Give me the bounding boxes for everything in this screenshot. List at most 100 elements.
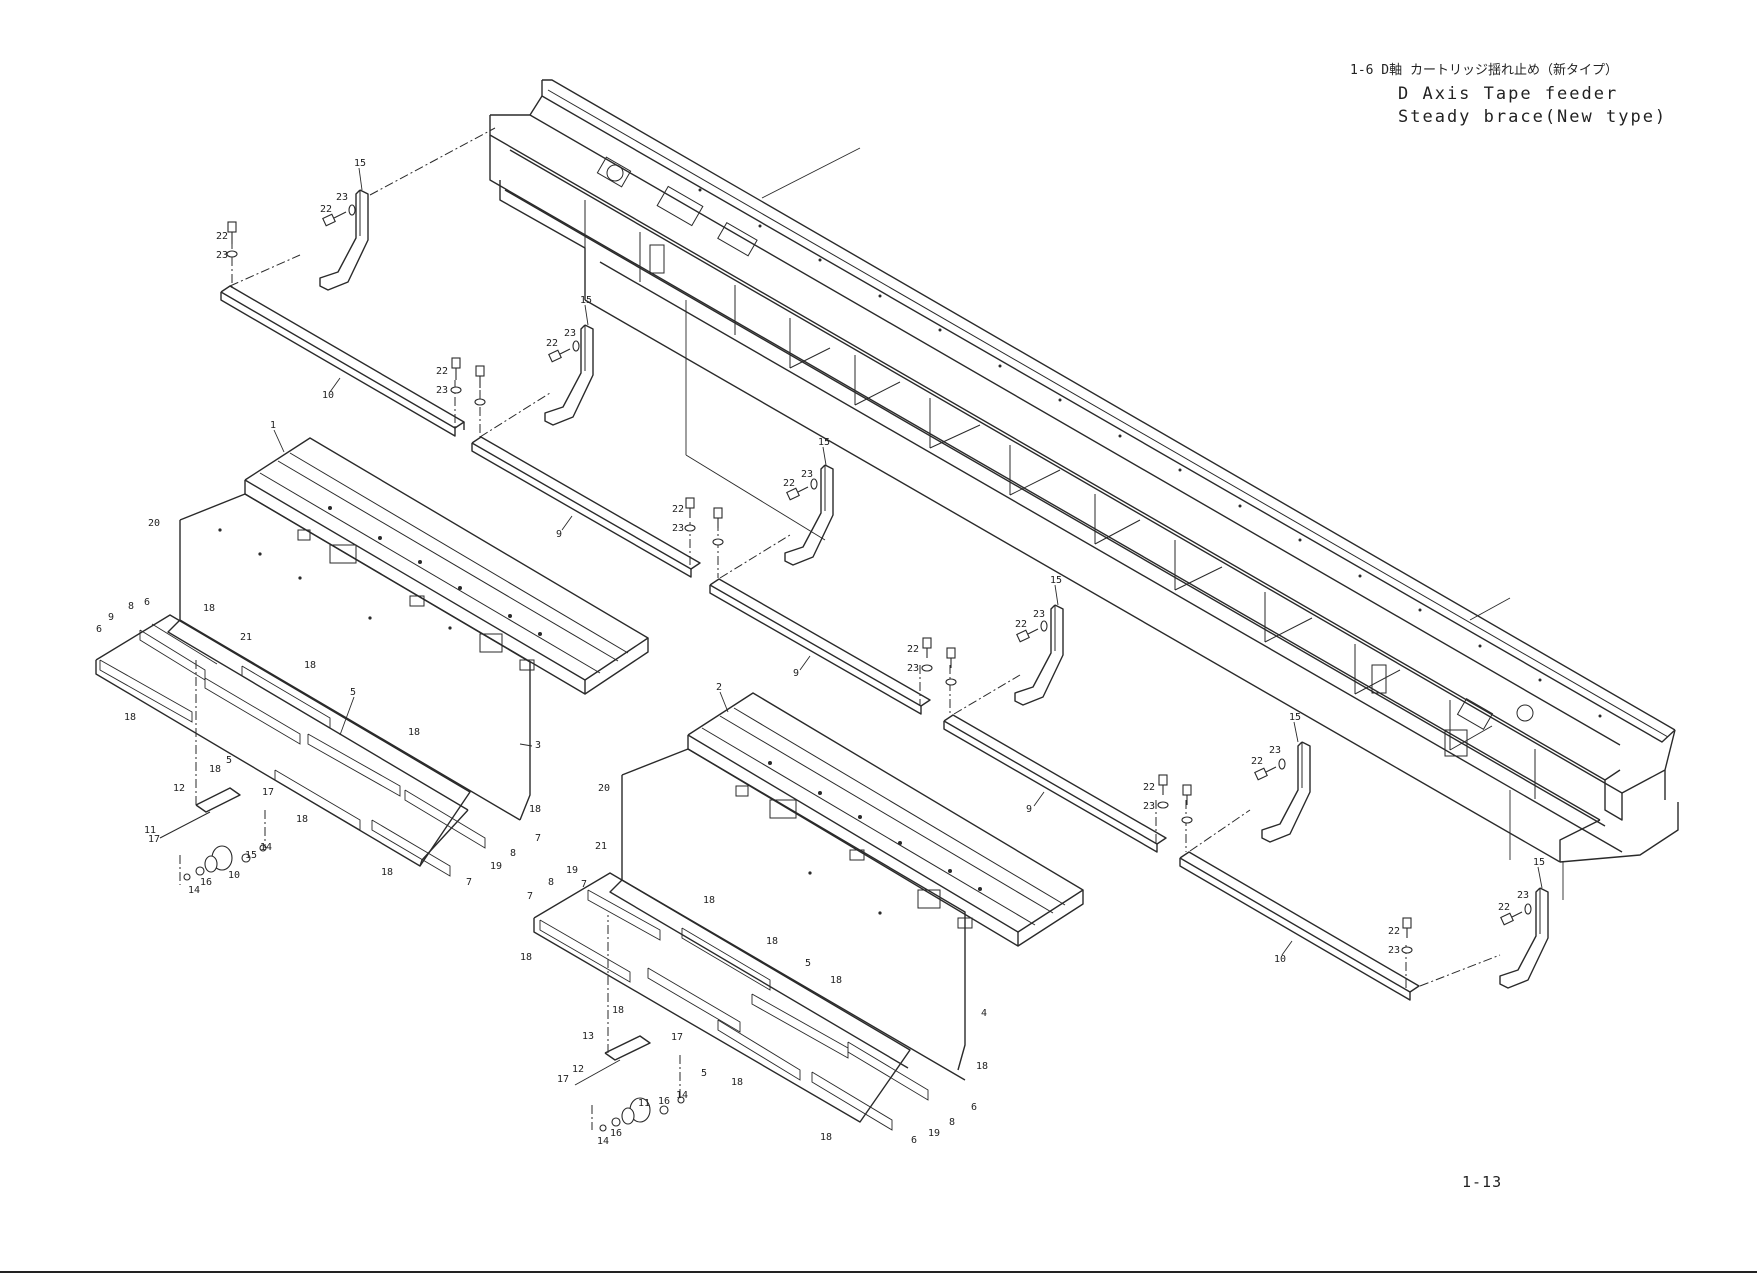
callout-18: 18 bbox=[766, 936, 778, 947]
callout-22: 22 bbox=[436, 366, 448, 377]
callout-15: 15 bbox=[354, 158, 366, 169]
callout-23: 23 bbox=[336, 192, 348, 203]
callout-18: 18 bbox=[976, 1061, 988, 1072]
callout-23: 23 bbox=[1269, 745, 1281, 756]
callout-9: 9 bbox=[793, 668, 799, 679]
callout-6: 6 bbox=[911, 1135, 917, 1146]
callout-14: 14 bbox=[676, 1090, 688, 1101]
callout-18: 18 bbox=[124, 712, 136, 723]
callout-7: 7 bbox=[581, 879, 587, 890]
callout-19: 19 bbox=[566, 865, 578, 876]
callout-17: 17 bbox=[262, 787, 274, 798]
callout-12: 11 bbox=[144, 825, 156, 836]
callout-23: 23 bbox=[801, 469, 813, 480]
title-block: 1-6 D軸 カートリッジ揺れ止め（新タイプ） D Axis Tape feed… bbox=[1350, 62, 1667, 127]
callout-7: 7 bbox=[527, 891, 533, 902]
callout-15: 15 bbox=[1050, 575, 1062, 586]
callout-22: 22 bbox=[216, 231, 228, 242]
title-english-line1: D Axis Tape feeder bbox=[1398, 84, 1618, 104]
callout-3: 3 bbox=[535, 740, 541, 751]
callout-19: 19 bbox=[490, 861, 502, 872]
callout-15: 15 bbox=[1533, 857, 1545, 868]
callout-6: 6 bbox=[971, 1102, 977, 1113]
callout-16: 16 bbox=[200, 877, 212, 888]
callout-23: 23 bbox=[1143, 801, 1155, 812]
callout-18: 18 bbox=[830, 975, 842, 986]
callout-15: 15 bbox=[245, 850, 257, 861]
callout-16: 16 bbox=[658, 1096, 670, 1107]
callout-18: 18 bbox=[304, 660, 316, 671]
tie-bars bbox=[220, 127, 1501, 1001]
callout-22: 22 bbox=[783, 478, 795, 489]
callout-4: 4 bbox=[981, 1008, 987, 1019]
callout-10: 10 bbox=[1274, 954, 1286, 965]
callout-22: 22 bbox=[1498, 902, 1510, 913]
center-cartridge-assembly bbox=[533, 692, 1084, 1132]
callout-18: 18 bbox=[731, 1077, 743, 1088]
callout-19: 19 bbox=[928, 1128, 940, 1139]
callout-23: 23 bbox=[564, 328, 576, 339]
callout-23: 23 bbox=[672, 523, 684, 534]
callout-23: 23 bbox=[1388, 945, 1400, 956]
callout-20: 20 bbox=[598, 783, 610, 794]
callout-18: 18 bbox=[408, 727, 420, 738]
callout-5: 5 bbox=[805, 958, 811, 969]
callout-22: 22 bbox=[546, 338, 558, 349]
callout-23: 23 bbox=[216, 250, 228, 261]
callout-22: 22 bbox=[1388, 926, 1400, 937]
main-frame-beam bbox=[489, 79, 1679, 900]
title-english-line2: Steady brace(New type) bbox=[1398, 107, 1667, 127]
callout-5: 5 bbox=[701, 1068, 707, 1079]
page-number: 1-13 bbox=[1462, 1173, 1502, 1191]
callout-18: 18 bbox=[820, 1132, 832, 1143]
callout-5: 5 bbox=[350, 687, 356, 698]
callout-11: 11 bbox=[638, 1098, 650, 1109]
callout-22: 22 bbox=[1251, 756, 1263, 767]
callout-11: 10 bbox=[228, 870, 240, 881]
callout-18: 18 bbox=[203, 603, 215, 614]
callout-14: 14 bbox=[597, 1136, 609, 1147]
callout-6: 6 bbox=[144, 597, 150, 608]
callout-labels: 1 3 5 5 6 6 7 7 8 8 9 10 11 12 14 14 15 … bbox=[96, 158, 1545, 1147]
callout-17: 17 bbox=[557, 1074, 569, 1085]
callout-13: 13 bbox=[582, 1031, 594, 1042]
callout-22: 22 bbox=[320, 204, 332, 215]
bolts-washers bbox=[226, 204, 1532, 954]
callout-9: 9 bbox=[1026, 804, 1032, 815]
callout-9: 9 bbox=[556, 529, 562, 540]
callout-20: 20 bbox=[148, 518, 160, 529]
callout-22: 22 bbox=[672, 504, 684, 515]
callout-18: 18 bbox=[520, 952, 532, 963]
callout-22: 22 bbox=[1143, 782, 1155, 793]
callout-15: 15 bbox=[580, 295, 592, 306]
callout-17: 17 bbox=[671, 1032, 683, 1043]
callout-23: 23 bbox=[907, 663, 919, 674]
callout-18: 18 bbox=[296, 814, 308, 825]
callout-18: 18 bbox=[612, 1005, 624, 1016]
callout-8: 8 bbox=[949, 1117, 955, 1128]
callout-18: 18 bbox=[209, 764, 221, 775]
callout-17: 17 bbox=[148, 834, 160, 845]
callout-6: 6 bbox=[96, 624, 102, 635]
callout-18: 18 bbox=[703, 895, 715, 906]
callout-8: 8 bbox=[510, 848, 516, 859]
callout-14: 14 bbox=[260, 842, 272, 853]
callout-2: 2 bbox=[716, 682, 722, 693]
callout-23: 23 bbox=[1517, 890, 1529, 901]
callout-12: 12 bbox=[572, 1064, 584, 1075]
callout-5: 5 bbox=[226, 755, 232, 766]
callout-1: 1 bbox=[270, 420, 276, 431]
callout-10: 9 bbox=[108, 612, 114, 623]
callout-23: 23 bbox=[1033, 609, 1045, 620]
callout-7: 7 bbox=[466, 877, 472, 888]
callout-18: 18 bbox=[529, 804, 541, 815]
callout-13: 12 bbox=[173, 783, 185, 794]
callout-14: 14 bbox=[188, 885, 200, 896]
callout-8: 8 bbox=[548, 877, 554, 888]
steady-brackets bbox=[319, 189, 1549, 989]
callout-15: 15 bbox=[818, 437, 830, 448]
callout-10: 10 bbox=[322, 390, 334, 401]
callout-22: 22 bbox=[907, 644, 919, 655]
